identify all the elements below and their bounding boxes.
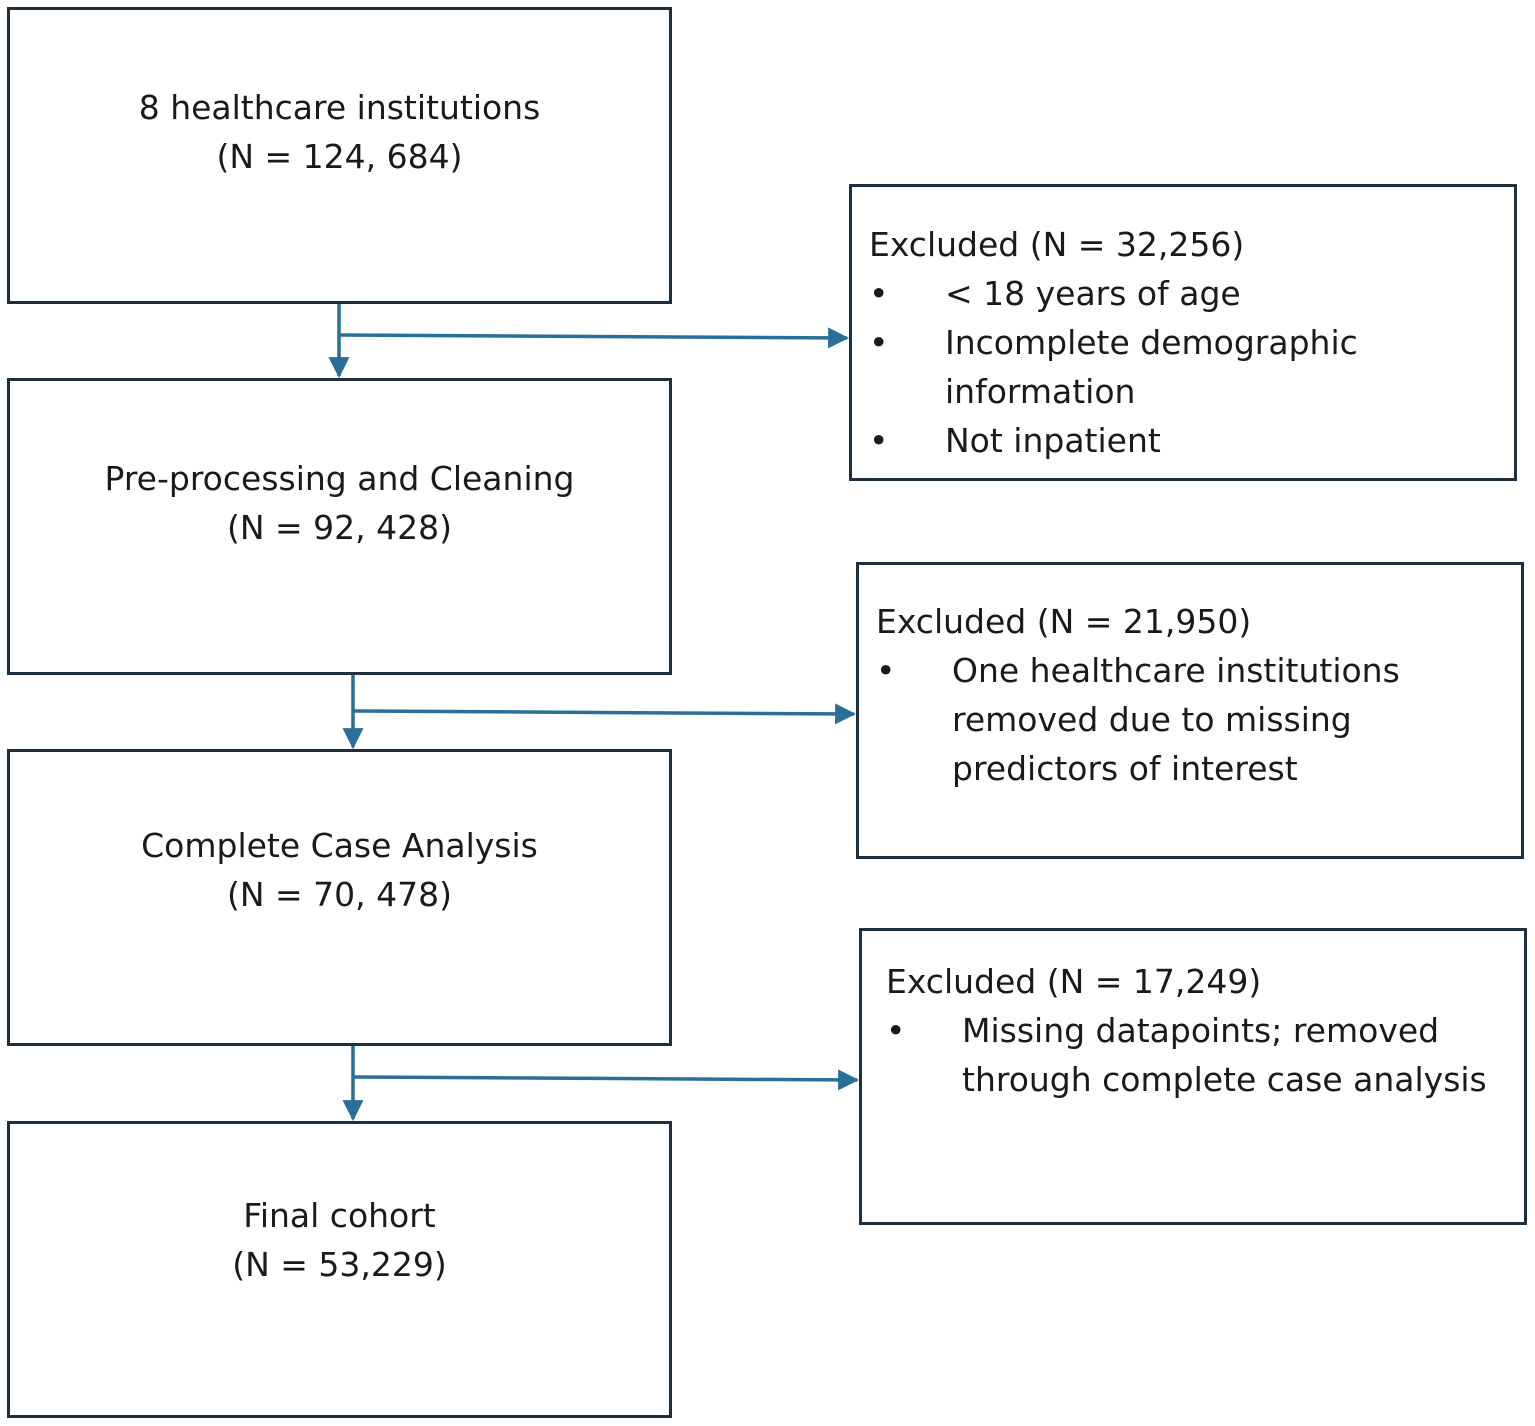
exclusion-item-line: predictors of interest bbox=[952, 749, 1298, 788]
exclusion-item-line: Missing datapoints; removed bbox=[962, 1011, 1440, 1050]
exclusion-item: • One healthcare institutions removed du… bbox=[876, 646, 1400, 793]
exclusion-item-line: removed due to missing bbox=[952, 700, 1352, 739]
arrow-right-1 bbox=[338, 327, 850, 349]
exclusion-item-line: Not inpatient bbox=[945, 421, 1161, 460]
main-box-preprocessing: Pre-processing and Cleaning (N = 92, 428… bbox=[7, 378, 672, 675]
bullet-icon: • bbox=[876, 651, 896, 690]
bullet-icon: • bbox=[886, 1011, 906, 1050]
main-box-count: (N = 53,229) bbox=[232, 1244, 447, 1284]
main-box-title: Pre-processing and Cleaning bbox=[104, 458, 575, 498]
exclusion-item-line: One healthcare institutions bbox=[952, 651, 1400, 690]
bullet-icon: • bbox=[869, 421, 889, 460]
main-box-title: 8 healthcare institutions bbox=[138, 87, 541, 127]
exclusion-title: Excluded (N = 32,256) bbox=[869, 225, 1245, 264]
main-box-title: Final cohort bbox=[243, 1195, 436, 1235]
main-box-institutions: 8 healthcare institutions (N = 124, 684) bbox=[7, 7, 672, 304]
exclusion-item-line: < 18 years of age bbox=[945, 274, 1241, 313]
exclusion-item: • Incomplete demographic information bbox=[869, 318, 1358, 416]
arrow-right-2 bbox=[352, 703, 857, 725]
main-box-complete-case: Complete Case Analysis (N = 70, 478) bbox=[7, 749, 672, 1046]
exclusion-item: • < 18 years of age bbox=[869, 269, 1358, 318]
exclusion-item-line: Incomplete demographic bbox=[945, 323, 1358, 362]
main-box-count: (N = 92, 428) bbox=[226, 507, 453, 547]
exclusion-title: Excluded (N = 21,950) bbox=[876, 602, 1252, 641]
exclusion-box-2: Excluded (N = 21,950) • One healthcare i… bbox=[856, 562, 1524, 859]
exclusion-list: • Missing datapoints; removed through co… bbox=[886, 1006, 1487, 1104]
main-box-final-cohort: Final cohort (N = 53,229) bbox=[7, 1121, 672, 1418]
bullet-icon: • bbox=[869, 323, 889, 362]
exclusion-box-1: Excluded (N = 32,256) • < 18 years of ag… bbox=[849, 184, 1517, 481]
main-box-title: Complete Case Analysis bbox=[141, 825, 538, 865]
exclusion-title: Excluded (N = 17,249) bbox=[886, 962, 1262, 1001]
exclusion-item-line: through complete case analysis bbox=[962, 1060, 1487, 1099]
exclusion-box-3: Excluded (N = 17,249) • Missing datapoin… bbox=[859, 928, 1527, 1225]
main-box-count: (N = 124, 684) bbox=[216, 136, 463, 176]
exclusion-item: • Not inpatient bbox=[869, 416, 1358, 465]
exclusion-item: • Missing datapoints; removed through co… bbox=[886, 1006, 1487, 1104]
main-box-count: (N = 70, 478) bbox=[226, 874, 453, 914]
bullet-icon: • bbox=[869, 274, 889, 313]
exclusion-list: • One healthcare institutions removed du… bbox=[876, 646, 1400, 793]
arrow-right-3 bbox=[352, 1069, 860, 1091]
exclusion-item-line: information bbox=[945, 372, 1136, 411]
exclusion-list: • < 18 years of age • Incomplete demogra… bbox=[869, 269, 1358, 465]
